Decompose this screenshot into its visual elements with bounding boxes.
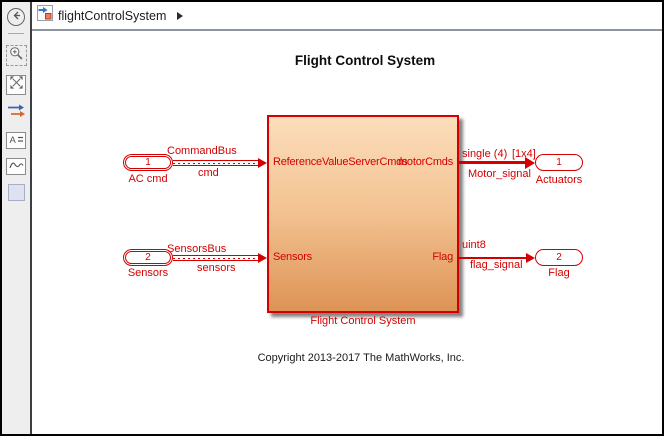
signal-label-cmd[interactable]: cmd xyxy=(198,167,219,179)
signal-arrows-button[interactable] xyxy=(7,104,25,123)
back-button[interactable] xyxy=(7,8,25,26)
inport-1-number: 1 xyxy=(145,157,151,168)
copyright-annotation[interactable]: Copyright 2013-2017 The MathWorks, Inc. xyxy=(257,352,465,364)
datatype-label-single4: single (4) xyxy=(462,148,508,160)
outport-2-number: 2 xyxy=(556,252,562,263)
signal-scope-button[interactable] xyxy=(6,158,26,175)
annotation-legend-icon: A xyxy=(9,132,24,150)
signal-label-motor-signal[interactable]: Motor_signal xyxy=(468,168,531,180)
back-arrow-icon xyxy=(11,8,22,26)
bus-line-1-arrowhead xyxy=(258,158,267,168)
zoom-in-button[interactable] xyxy=(5,45,27,66)
motor-signal-line[interactable] xyxy=(459,161,527,164)
model-icon xyxy=(37,5,53,26)
subsystem-block-name[interactable]: Flight Control System xyxy=(310,315,416,327)
fit-to-view-icon xyxy=(9,75,24,95)
signal-label-flag-signal[interactable]: flag_signal xyxy=(470,259,523,271)
inport-1-name[interactable]: AC cmd xyxy=(128,173,168,185)
signal-label-sensors[interactable]: sensors xyxy=(197,262,236,274)
inport-1-block[interactable]: 1 xyxy=(123,154,173,171)
inport-2-name[interactable]: Sensors xyxy=(127,267,169,279)
signal-scope-icon xyxy=(8,158,24,176)
outport-1-number: 1 xyxy=(556,157,562,168)
outport-2-name[interactable]: Flag xyxy=(548,267,570,279)
outport-2-block[interactable]: 2 xyxy=(535,249,583,266)
breadcrumb-expand-icon[interactable] xyxy=(177,11,184,20)
bus-line-2-arrowhead xyxy=(258,253,267,263)
bus-label-commandbus: CommandBus xyxy=(167,145,237,157)
bus-line-1[interactable] xyxy=(173,160,259,166)
dimension-label-1x4: [1x4] xyxy=(512,148,536,160)
block-outport-label-2: Flag xyxy=(432,251,453,263)
annotation-legend-button[interactable]: A xyxy=(6,132,26,149)
datatype-label-uint8: uint8 xyxy=(462,239,486,251)
block-inport-label-1: ReferenceValueServerCmds xyxy=(273,156,408,168)
subsystem-block[interactable]: ReferenceValueServerCmds motorCmds Senso… xyxy=(267,115,459,313)
flag-signal-arrowhead xyxy=(526,253,535,263)
outport-1-block[interactable]: 1 xyxy=(535,154,583,171)
fit-to-view-button[interactable] xyxy=(6,75,26,95)
block-outport-label-1: motorCmds xyxy=(397,156,453,168)
bus-line-2[interactable] xyxy=(173,255,259,261)
model-canvas[interactable]: flightControlSystem Flight Control Syste… xyxy=(32,2,662,434)
flag-signal-line[interactable] xyxy=(459,257,527,259)
diagram-title[interactable]: Flight Control System xyxy=(294,53,436,68)
sidebar-divider xyxy=(8,33,24,34)
inport-2-block[interactable]: 2 xyxy=(123,249,173,266)
highlight-square-button[interactable] xyxy=(7,184,25,201)
signal-arrows-icon xyxy=(7,104,25,123)
inport-2-number: 2 xyxy=(145,252,151,263)
zoom-in-icon xyxy=(9,46,24,66)
svg-text:A: A xyxy=(9,135,16,145)
breadcrumb-item[interactable]: flightControlSystem xyxy=(37,5,184,26)
breadcrumb-bar: flightControlSystem xyxy=(32,2,662,31)
bus-label-sensorsbus: SensorsBus xyxy=(167,243,227,255)
breadcrumb-label: flightControlSystem xyxy=(58,8,167,23)
motor-signal-arrowhead xyxy=(525,157,535,169)
outport-1-name[interactable]: Actuators xyxy=(535,174,583,186)
left-toolbar: A xyxy=(2,2,32,434)
block-inport-label-2: Sensors xyxy=(273,251,312,263)
